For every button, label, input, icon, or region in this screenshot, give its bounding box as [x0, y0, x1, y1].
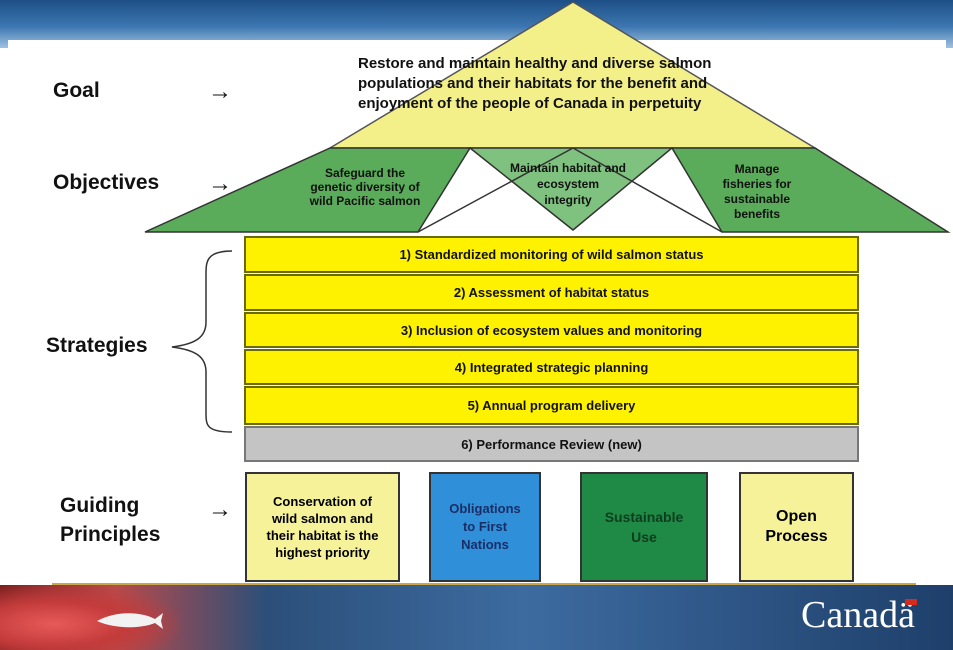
- objective-habitat-integrity: Maintain habitat and ecosystem integrity: [509, 161, 626, 207]
- strategy-6: 6) Performance Review (new): [244, 426, 859, 462]
- canada-flag-icon: [905, 599, 917, 605]
- strategy-5: 5) Annual program delivery: [244, 386, 859, 425]
- strategy-3: 3) Inclusion of ecosystem values and mon…: [244, 312, 859, 348]
- arrow-right-icon: →: [208, 78, 232, 105]
- objective-middle-triangle: [467, 147, 675, 231]
- strategy-1: 1) Standardized monitoring of wild salmo…: [244, 236, 859, 273]
- goal-label: Goal: [53, 79, 100, 102]
- arrow-right-icon: →: [208, 170, 232, 197]
- strategy-2: 2) Assessment of habitat status: [244, 274, 859, 311]
- principle-conservation: Conservation of wild salmon and their ha…: [245, 472, 400, 582]
- canada-wordmark: Canadä: [801, 594, 915, 636]
- arrow-right-icon: →: [208, 496, 232, 523]
- footer-banner: Canadä: [0, 585, 953, 650]
- principle-open-process: Open Process: [739, 472, 854, 582]
- principle-first-nations: Obligations to First Nations: [429, 472, 541, 582]
- curly-brace-icon: [171, 250, 233, 433]
- guiding-principles-label: Guiding Principles: [60, 494, 161, 546]
- salmon-icon: [97, 613, 163, 629]
- objectives-label: Objectives: [53, 171, 160, 194]
- objective-manage-fisheries: Manage fisheries for sustainable benefit…: [722, 162, 792, 221]
- goal-statement: Restore and maintain healthy and diverse…: [358, 55, 712, 112]
- objective-right-triangle: [670, 147, 951, 233]
- strategies-label: Strategies: [46, 334, 148, 357]
- strategy-4: 4) Integrated strategic planning: [244, 349, 859, 385]
- objective-genetic-diversity: Safeguard the genetic diversity of wild …: [309, 166, 421, 208]
- principle-sustainable-use: Sustainable Use: [580, 472, 708, 582]
